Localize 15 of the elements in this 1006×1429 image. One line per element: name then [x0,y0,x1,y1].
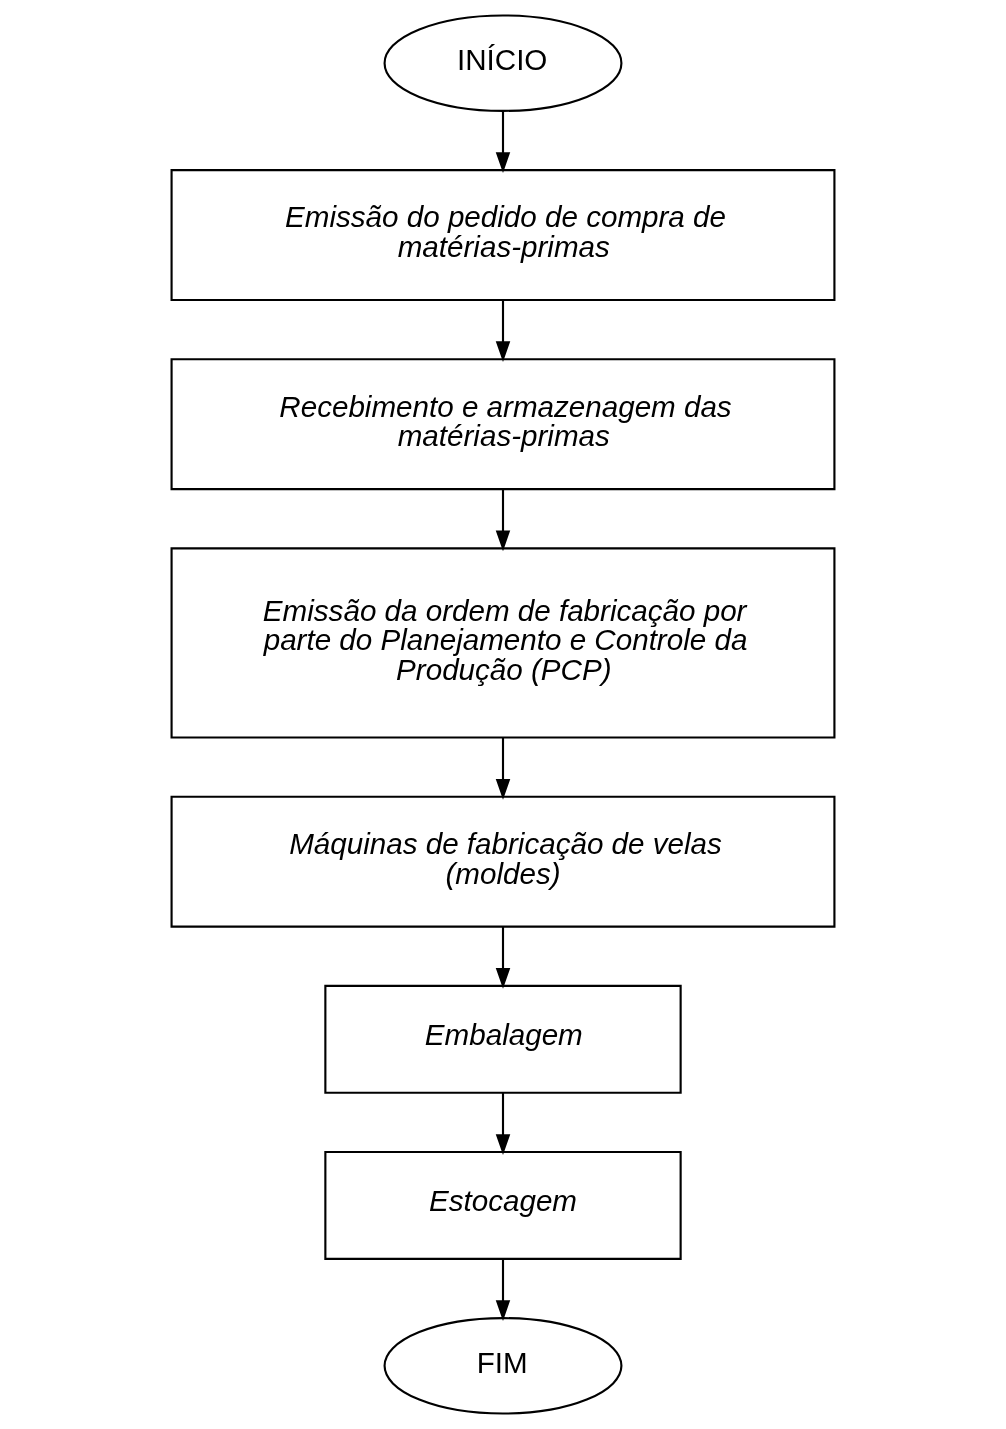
node-ellipse: INÍCIO [383,14,623,112]
node-box: Emissão do pedido de compra de matérias-primas [170,169,836,302]
arrow [495,737,511,800]
node-box: Embalagem [324,984,682,1094]
node-box: Máquinas de fabricação de velas (moldes) [170,795,836,928]
node-box: Estocagem [324,1150,682,1260]
arrow [495,926,511,989]
arrow [495,300,511,362]
node-ellipse: FIM [383,1317,623,1415]
arrow [495,110,511,173]
arrow [495,489,511,552]
node-box: Emissão da ordem de fabricação por parte do Planejamento e Controle da Produção (PCP) [170,547,836,739]
arrow [495,1258,511,1321]
arrow [495,1092,511,1155]
node-box: Recebimento e armazenagem das matérias-primas [170,358,836,491]
